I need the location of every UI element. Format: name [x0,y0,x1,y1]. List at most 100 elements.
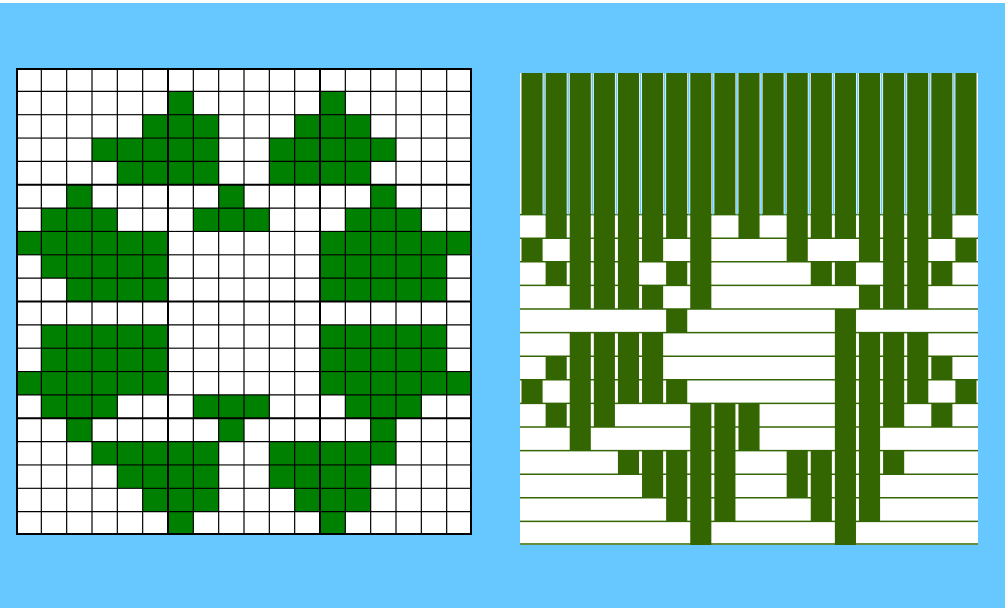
grid-cell-filled[interactable] [117,138,142,161]
grid-cell-filled[interactable] [67,325,92,348]
grid-cell-empty[interactable] [92,161,117,184]
grid-cell-empty[interactable] [117,302,142,325]
grid-cell-filled[interactable] [193,161,218,184]
grid-cell-empty[interactable] [92,418,117,441]
grid-cell-empty[interactable] [219,138,244,161]
grid-cell-empty[interactable] [396,488,421,511]
grid-cell-empty[interactable] [269,512,294,535]
grid-cell-empty[interactable] [269,488,294,511]
grid-cell-empty[interactable] [117,68,142,91]
grid-cell-filled[interactable] [320,115,345,138]
grid-cell-filled[interactable] [269,161,294,184]
grid-cell-empty[interactable] [244,372,269,395]
grid-cell-filled[interactable] [421,372,446,395]
grid-cell-empty[interactable] [92,115,117,138]
grid-cell-filled[interactable] [168,161,193,184]
grid-cell-filled[interactable] [168,465,193,488]
grid-cell-empty[interactable] [396,465,421,488]
grid-cell-filled[interactable] [345,115,370,138]
grid-cell-filled[interactable] [143,465,168,488]
grid-cell-empty[interactable] [269,278,294,301]
grid-cell-empty[interactable] [143,91,168,114]
grid-cell-empty[interactable] [41,442,66,465]
grid-cell-filled[interactable] [371,348,396,371]
grid-cell-filled[interactable] [143,442,168,465]
grid-cell-empty[interactable] [295,512,320,535]
grid-cell-empty[interactable] [371,465,396,488]
grid-cell-filled[interactable] [396,231,421,254]
grid-cell-filled[interactable] [371,278,396,301]
grid-cell-empty[interactable] [92,465,117,488]
grid-cell-empty[interactable] [371,512,396,535]
grid-cell-filled[interactable] [396,395,421,418]
grid-cell-empty[interactable] [219,488,244,511]
grid-cell-empty[interactable] [41,465,66,488]
grid-cell-empty[interactable] [41,91,66,114]
grid-cell-empty[interactable] [143,302,168,325]
grid-cell-filled[interactable] [371,208,396,231]
grid-cell-empty[interactable] [269,395,294,418]
grid-cell-filled[interactable] [295,161,320,184]
grid-cell-empty[interactable] [168,418,193,441]
grid-cell-filled[interactable] [168,442,193,465]
grid-cell-filled[interactable] [67,278,92,301]
grid-cell-empty[interactable] [41,278,66,301]
grid-cell-filled[interactable] [371,138,396,161]
grid-cell-filled[interactable] [143,348,168,371]
grid-cell-empty[interactable] [295,68,320,91]
grid-cell-empty[interactable] [396,418,421,441]
grid-cell-empty[interactable] [421,91,446,114]
grid-cell-filled[interactable] [345,255,370,278]
grid-cell-filled[interactable] [41,348,66,371]
grid-cell-empty[interactable] [396,161,421,184]
grid-cell-filled[interactable] [67,418,92,441]
grid-cell-empty[interactable] [16,302,41,325]
grid-cell-filled[interactable] [396,325,421,348]
grid-cell-empty[interactable] [16,395,41,418]
grid-cell-empty[interactable] [193,278,218,301]
grid-cell-empty[interactable] [16,465,41,488]
grid-cell-filled[interactable] [143,255,168,278]
grid-cell-filled[interactable] [447,231,472,254]
grid-cell-empty[interactable] [269,418,294,441]
grid-cell-empty[interactable] [320,68,345,91]
grid-cell-filled[interactable] [345,161,370,184]
grid-cell-empty[interactable] [219,161,244,184]
grid-cell-empty[interactable] [193,68,218,91]
grid-cell-empty[interactable] [41,161,66,184]
grid-cell-filled[interactable] [16,372,41,395]
grid-cell-filled[interactable] [295,465,320,488]
grid-cell-empty[interactable] [67,138,92,161]
grid-cell-empty[interactable] [16,255,41,278]
grid-cell-empty[interactable] [16,115,41,138]
grid-cell-empty[interactable] [295,418,320,441]
grid-cell-filled[interactable] [371,442,396,465]
grid-cell-empty[interactable] [320,395,345,418]
grid-cell-filled[interactable] [16,231,41,254]
grid-cell-empty[interactable] [396,68,421,91]
grid-cell-filled[interactable] [168,138,193,161]
grid-cell-empty[interactable] [345,68,370,91]
grid-cell-empty[interactable] [41,185,66,208]
grid-cell-empty[interactable] [421,115,446,138]
grid-cell-filled[interactable] [295,442,320,465]
grid-cell-empty[interactable] [244,185,269,208]
grid-cell-empty[interactable] [16,348,41,371]
grid-cell-filled[interactable] [295,115,320,138]
grid-cell-empty[interactable] [16,418,41,441]
grid-cell-filled[interactable] [41,255,66,278]
grid-cell-empty[interactable] [168,185,193,208]
grid-cell-empty[interactable] [295,91,320,114]
grid-cell-filled[interactable] [421,278,446,301]
grid-cell-filled[interactable] [269,138,294,161]
grid-cell-empty[interactable] [295,372,320,395]
grid-cell-empty[interactable] [396,91,421,114]
grid-cell-empty[interactable] [67,442,92,465]
grid-cell-filled[interactable] [41,208,66,231]
grid-cell-empty[interactable] [117,512,142,535]
grid-cell-empty[interactable] [244,278,269,301]
grid-cell-filled[interactable] [320,372,345,395]
grid-cell-empty[interactable] [320,185,345,208]
grid-cell-filled[interactable] [371,372,396,395]
grid-cell-empty[interactable] [421,512,446,535]
